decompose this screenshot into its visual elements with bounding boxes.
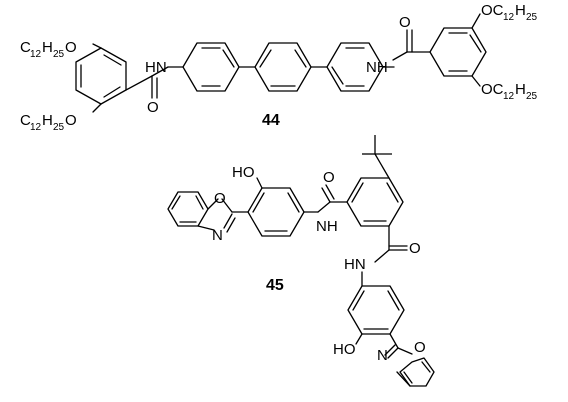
ether-oc-label: OC xyxy=(481,81,504,98)
benzoxazole-o-label-bottom: O xyxy=(414,339,426,356)
alkyl-c-label: C xyxy=(20,39,31,56)
alkyl-h-label: H xyxy=(515,2,526,19)
alkyl-c-label: C xyxy=(20,112,31,129)
compound-number-45: 45 xyxy=(266,277,284,294)
compound-number-44: 44 xyxy=(262,112,280,129)
left-aryl-ring xyxy=(75,43,169,113)
alkyl-c-count: 12 xyxy=(30,122,42,133)
carbonyl-o-label-right: O xyxy=(399,14,411,31)
left-top-alkoxy: C 12 H 25 O xyxy=(20,39,77,60)
carbonyl-o-label-top: O xyxy=(323,169,335,186)
right-aryl-ring xyxy=(392,13,487,87)
phenol-ring-top xyxy=(247,177,319,237)
alkyl-h-label: H xyxy=(42,112,53,129)
alkyl-h-label: H xyxy=(42,39,53,56)
ether-o-label: O xyxy=(65,39,77,56)
compound-44: C 12 H 25 O C 12 H 25 O O HN xyxy=(20,2,538,133)
ether-o-label: O xyxy=(65,112,77,129)
compound-45: O N HO NH xyxy=(167,135,435,387)
benzoxazole-top xyxy=(167,191,249,233)
alkyl-c-count: 12 xyxy=(503,12,515,23)
benzoxazole-bottom xyxy=(384,344,435,387)
terphenyl-core xyxy=(167,42,395,92)
carbonyl-o-label-bottom: O xyxy=(409,240,421,257)
left-bottom-alkoxy: C 12 H 25 O xyxy=(20,112,77,133)
alkyl-h-count: 25 xyxy=(53,49,65,60)
right-bottom-alkoxy: OC 12 H 25 xyxy=(481,81,538,102)
amide-nh-label-right: NH xyxy=(366,59,388,76)
alkyl-c-count: 12 xyxy=(30,49,42,60)
alkyl-h-count: 25 xyxy=(53,122,65,133)
carbonyl-o-label-left: O xyxy=(147,99,159,116)
central-ring xyxy=(317,135,408,263)
benzoxazole-n-label: N xyxy=(212,227,223,244)
phenol-ho-label-bottom: HO xyxy=(333,341,356,358)
phenol-ho-label: HO xyxy=(232,164,255,181)
alkyl-h-count: 25 xyxy=(526,12,538,23)
alkyl-h-count: 25 xyxy=(526,91,538,102)
amide-nh-label-top: NH xyxy=(316,218,338,235)
amide-nh-label-left: HN xyxy=(145,59,167,76)
phenol-ring-bottom xyxy=(347,271,405,349)
alkyl-h-label: H xyxy=(515,81,526,98)
ether-oc-label: OC xyxy=(481,2,504,19)
alkyl-c-count: 12 xyxy=(503,91,515,102)
amide-hn-label-bottom: HN xyxy=(344,256,366,273)
benzoxazole-n-label-bottom: N xyxy=(377,347,388,364)
right-top-alkoxy: OC 12 H 25 xyxy=(481,2,538,23)
benzoxazole-o-label: O xyxy=(214,190,226,207)
